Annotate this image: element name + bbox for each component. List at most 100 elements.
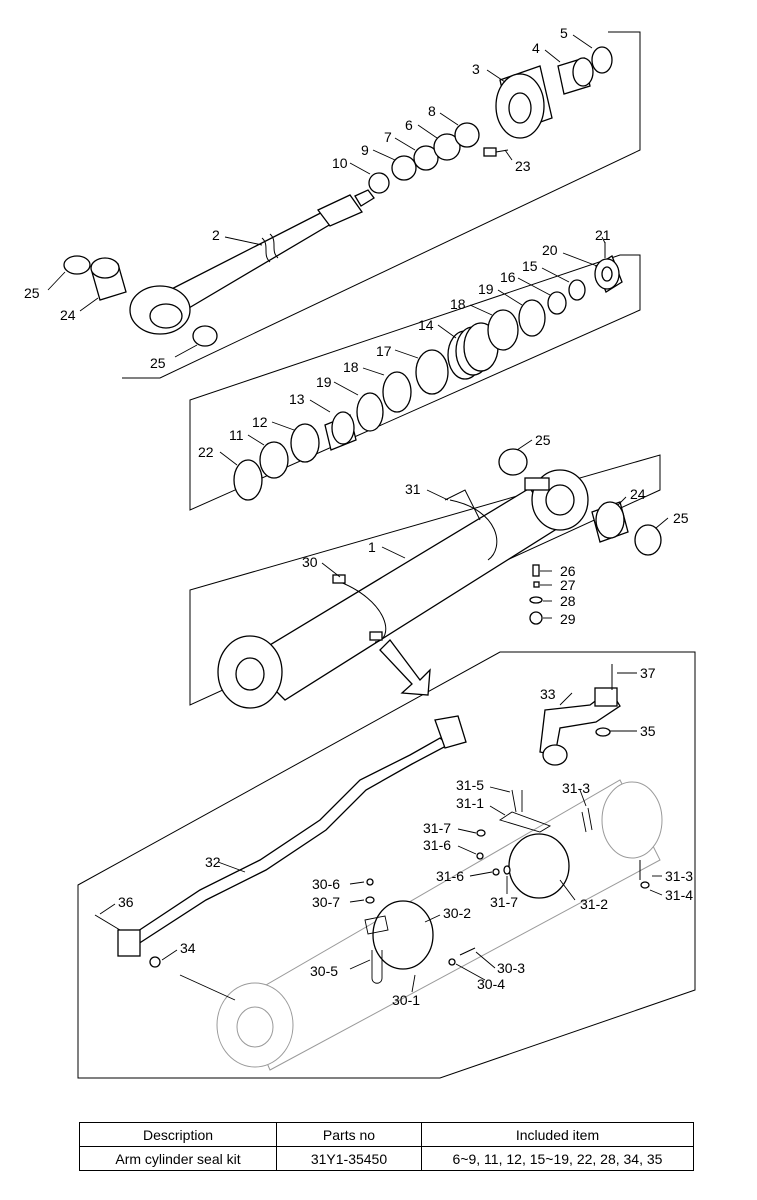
cell-parts-no: 31Y1-35450 — [276, 1146, 422, 1171]
callout-32: 32 — [205, 854, 221, 870]
part-25-seal-lower-right — [634, 524, 662, 556]
callout-25-b: 25 — [150, 355, 166, 371]
part-36-bolt — [94, 914, 121, 931]
part-30-1-bracket — [364, 915, 389, 935]
callout-3: 3 — [472, 61, 480, 77]
callout-30: 30 — [302, 554, 318, 570]
part-32-flange-block — [117, 929, 141, 957]
part-30-2-clamp-band — [372, 900, 434, 970]
callout-7: 7 — [384, 129, 392, 145]
callout-17: 17 — [376, 343, 392, 359]
part-19-ring-right — [518, 299, 546, 337]
leader-lines — [47, 34, 669, 1001]
callout-30-1: 30-1 — [392, 992, 420, 1008]
part-33-pipe-fitting — [539, 687, 621, 766]
callout-31-6-a: 31-6 — [423, 837, 451, 853]
callout-8: 8 — [428, 103, 436, 119]
callout-14: 14 — [418, 317, 434, 333]
part-32-pipe — [131, 715, 467, 945]
callout-27: 27 — [560, 577, 576, 593]
part-10-ring — [368, 172, 390, 194]
callout-2: 2 — [212, 227, 220, 243]
part-3-rod-cover — [495, 65, 553, 139]
part-2-piston-rod — [148, 189, 375, 319]
callout-26: 26 — [560, 563, 576, 579]
part-29-grease-nipple — [529, 611, 543, 625]
part-31-4-washer — [640, 881, 650, 889]
part-26-plug — [532, 564, 540, 577]
table-row: Arm cylinder seal kit 31Y1-35450 6~9, 11… — [79, 1146, 694, 1171]
callout-34: 34 — [180, 940, 196, 956]
part-30-clamp — [332, 574, 387, 643]
callout-11: 11 — [229, 427, 244, 443]
part-30-3-bolt — [459, 947, 476, 956]
part-31-3-u-bolt — [581, 807, 593, 833]
callout-31-7-a: 31-7 — [423, 820, 451, 836]
callout-4: 4 — [532, 40, 540, 56]
part-8-ring — [454, 122, 480, 148]
panel-cylinder-frame — [189, 454, 661, 706]
callout-23: 23 — [515, 158, 531, 174]
part-2-rod-eye — [129, 285, 191, 335]
part-5-seal — [591, 46, 613, 74]
callout-31-1: 31-1 — [456, 795, 484, 811]
callout-31-7-b: 31-7 — [490, 894, 518, 910]
part-18-ring-right — [487, 309, 519, 351]
part-6-ring — [433, 133, 461, 161]
part-25-seal-upper-right — [192, 325, 218, 347]
part-24-bushing-lower — [591, 501, 629, 543]
part-20-nut — [594, 255, 623, 293]
seal-kit-table: Description Parts no Included item Arm c… — [79, 1122, 694, 1171]
part-9-ring — [391, 155, 417, 181]
callout-31-3-b: 31-3 — [665, 868, 693, 884]
part-31-clamp — [444, 489, 498, 561]
cell-included-item: 6~9, 11, 12, 15~19, 22, 28, 34, 35 — [421, 1146, 694, 1171]
part-31-2-clamp-band — [508, 833, 570, 899]
part-15-ring — [568, 279, 586, 301]
part-30-6-nut — [366, 878, 374, 886]
callout-25-d: 25 — [673, 510, 689, 526]
part-31-7-washer-upper — [476, 829, 486, 837]
callout-30-6: 30-6 — [312, 876, 340, 892]
callout-24-b: 24 — [630, 486, 646, 502]
callout-31: 31 — [405, 481, 421, 497]
callout-31-6-b: 31-6 — [436, 868, 464, 884]
part-31-1-bracket — [498, 811, 552, 833]
callout-1: 1 — [368, 539, 376, 555]
part-16-ring — [547, 291, 567, 315]
callout-18-b: 18 — [343, 359, 359, 375]
part-17-ring — [415, 349, 449, 395]
part-31-7-washer-lower — [503, 865, 511, 875]
exploded-parts-diagram: 2 3 4 5 6 7 8 9 10 23 25 24 25 21 20 15 … — [24, 25, 696, 1079]
cell-description: Arm cylinder seal kit — [79, 1146, 277, 1171]
panel-detail-frame — [77, 651, 696, 1079]
part-7-ring — [413, 145, 439, 171]
callout-12: 12 — [252, 414, 268, 430]
part-4-bushing — [557, 57, 594, 95]
callout-30-7: 30-7 — [312, 894, 340, 910]
callout-20: 20 — [542, 242, 558, 258]
callout-29: 29 — [560, 611, 576, 627]
callout-31-2: 31-2 — [580, 896, 608, 912]
callout-30-4: 30-4 — [477, 976, 505, 992]
part-19-ring-left — [356, 392, 384, 432]
callout-19-a: 19 — [478, 281, 494, 297]
callout-10: 10 — [332, 155, 348, 171]
callout-30-5: 30-5 — [310, 963, 338, 979]
part-34-o-ring — [149, 956, 161, 968]
callout-31-3-a: 31-3 — [562, 780, 590, 796]
callout-labels: 2 3 4 5 6 7 8 9 10 23 25 24 25 21 20 15 … — [24, 25, 693, 1008]
callout-16: 16 — [500, 269, 516, 285]
part-23-bolt — [483, 147, 509, 157]
part-11-ring — [259, 441, 289, 479]
callout-13: 13 — [289, 391, 305, 407]
part-24-bushing-upper — [90, 257, 127, 301]
part-22-seal — [233, 459, 263, 501]
panel-frames — [77, 31, 696, 1079]
part-25-seal-lower-top — [498, 448, 528, 476]
callout-22: 22 — [198, 444, 214, 460]
part-18-ring-left — [382, 371, 412, 413]
header-included-item: Included item — [421, 1122, 694, 1147]
header-parts-no: Parts no — [276, 1122, 422, 1147]
callout-25-c: 25 — [535, 432, 551, 448]
